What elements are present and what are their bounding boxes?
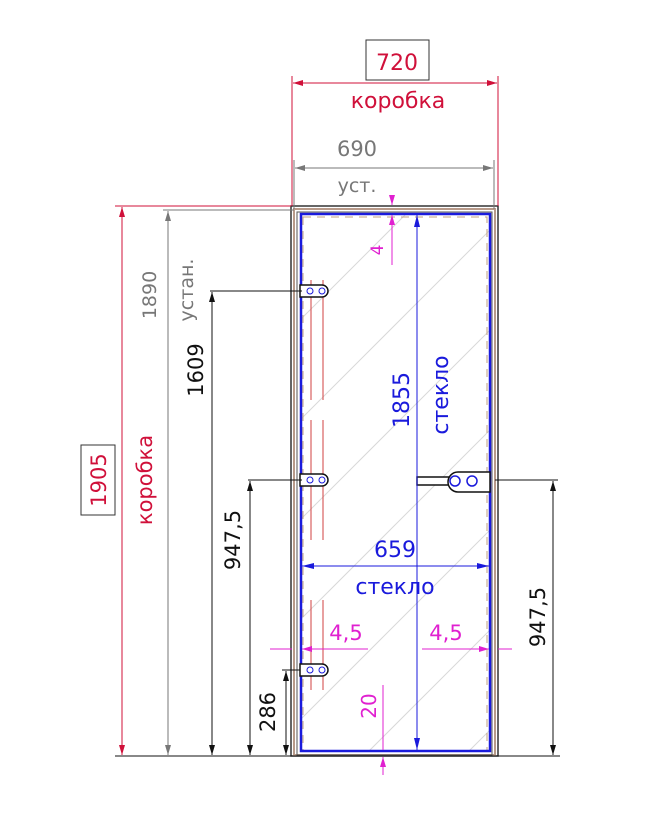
middle-hinge-height: 947,5 [221,510,245,570]
frame-width-label: коробка [351,89,446,114]
install-width-label: уст. [338,175,377,197]
top-hinge-height: 1609 [184,343,208,396]
frame-extension-lines [115,76,499,207]
glass-hatch [300,213,491,752]
gap-left-value: 4,5 [329,621,362,645]
install-width-value: 690 [337,137,377,161]
extension-lines [115,290,560,757]
hinge-top [299,280,329,400]
handle-height: 947,5 [526,587,550,647]
glass-width-value: 659 [374,538,416,563]
glass-height-label: стекло [429,355,454,434]
glass-height-value: 1855 [390,372,415,428]
install-extension-lines [163,160,495,211]
gap-right-value: 4,5 [429,621,462,645]
install-height-value: 1890 [139,271,161,319]
gap-top-value: 4 [368,245,388,256]
frame-width-value: 720 [376,51,418,76]
frame-height-box [80,444,116,516]
glass-width-label: стекло [355,575,434,600]
door-handle [416,471,491,493]
gap-bottom-value: 20 [357,693,381,718]
bottom-hinge-height: 286 [256,692,280,732]
install-height-label: устан. [176,259,198,322]
hinge-bottom [299,600,329,690]
frame-height-label: коробка [133,435,157,525]
frame-height-value: 1905 [87,453,111,506]
hinge-middle [299,420,329,540]
